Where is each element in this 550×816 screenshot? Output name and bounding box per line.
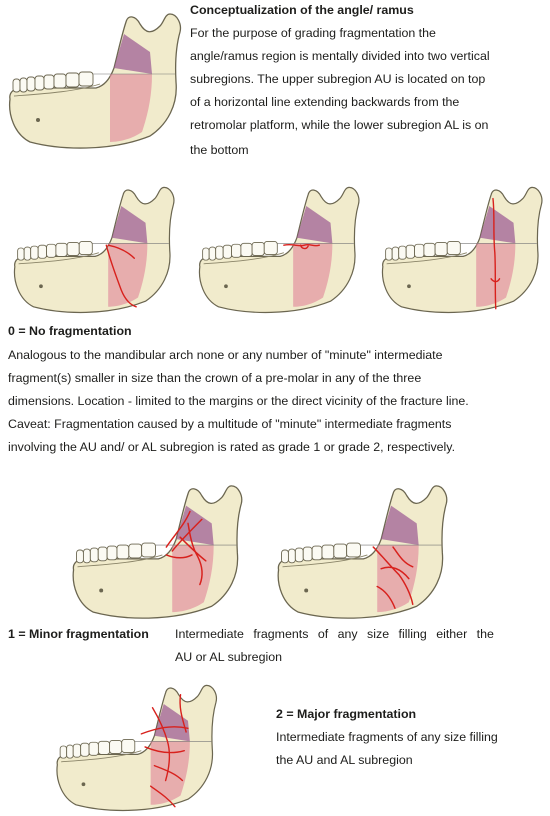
intro-line-4: of a horizontal line extending backwards…	[190, 95, 460, 109]
intro-title: Conceptualization of the angle/ ramus	[190, 3, 414, 17]
mandible-diagram-grade1-b	[277, 485, 448, 619]
mandible-diagram-grade0-b	[198, 186, 360, 314]
grade1-heading: 1 = Minor fragmentation	[8, 627, 149, 641]
mandible-diagram-grade0-c	[381, 186, 543, 314]
grade0-heading: 0 = No fragmentation	[8, 324, 132, 338]
intro-line-5: retromolar platform, while the lower sub…	[190, 118, 489, 132]
mandible-diagram-grade2	[56, 684, 218, 812]
grade0-line-2: fragment(s) smaller in size than the cro…	[8, 371, 422, 385]
grade1-line-1: Intermediate fragments of any size filli…	[175, 627, 494, 641]
intro-line-2: angle/ramus region is mentally divided i…	[190, 49, 490, 63]
grade0-line-1: Analogous to the mandibular arch none or…	[8, 348, 443, 362]
grade0-line-5: involving the AU and/ or AL subregion is…	[8, 440, 456, 454]
grade2-line-2: the AU and AL subregion	[276, 753, 413, 767]
intro-line-6: the bottom	[190, 143, 249, 157]
grade1-line-2: AU or AL subregion	[175, 650, 282, 664]
grade2-heading: 2 = Major fragmentation	[276, 707, 417, 721]
mandible-diagram-intro	[8, 13, 182, 149]
intro-line-3: subregions. The upper subregion AU is lo…	[190, 72, 486, 86]
mandible-diagram-grade1-a	[72, 485, 243, 619]
mandible-diagram-grade0-a	[13, 186, 175, 314]
grade0-line-3: dimensions. Location - limited to the ma…	[8, 394, 469, 408]
intro-line-1: For the purpose of grading fragmentation…	[190, 26, 436, 40]
grade2-line-1: Intermediate fragments of any size filli…	[276, 730, 498, 744]
grade0-line-4: Caveat: Fragmentation caused by a multit…	[8, 417, 452, 431]
